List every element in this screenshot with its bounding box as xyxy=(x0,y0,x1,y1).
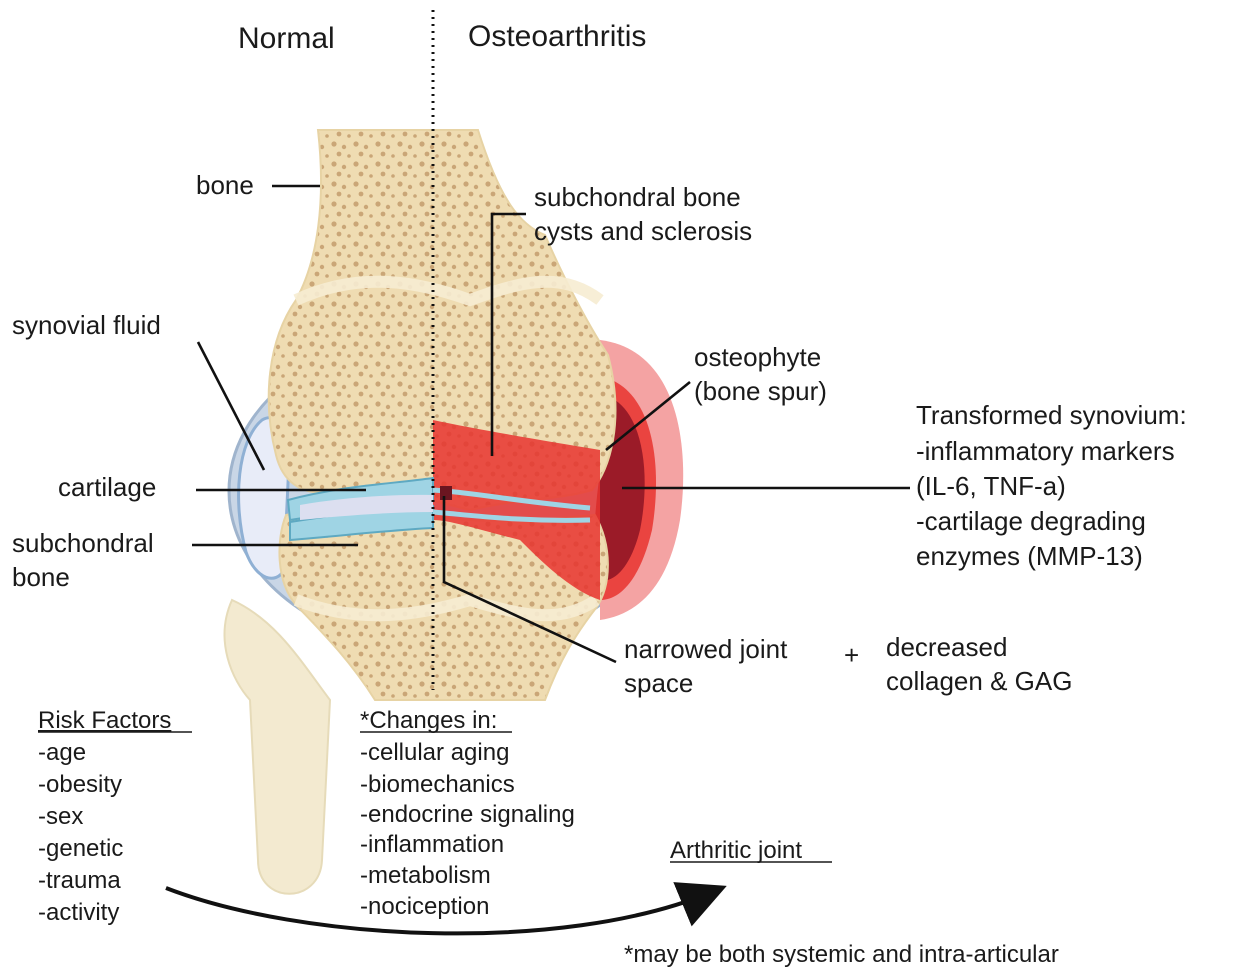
risk-factors-title: Risk Factors xyxy=(38,707,171,734)
risk-factor-item: -genetic xyxy=(38,835,123,862)
changes-item: -biomechanics xyxy=(360,771,515,798)
synovium-line: enzymes (MMP-13) xyxy=(916,541,1143,571)
header-normal: Normal xyxy=(238,22,335,55)
synovium-line: (IL-6, TNF-a) xyxy=(916,471,1066,501)
label-osteophyte-l2: (bone spur) xyxy=(694,376,827,406)
label-subchondral-bone-l1: subchondral xyxy=(12,528,154,558)
changes-item: -cellular aging xyxy=(360,739,509,766)
label-synovial-fluid: synovial fluid xyxy=(12,310,161,340)
synovium-title: Transformed synovium: xyxy=(916,400,1187,430)
changes-item: -metabolism xyxy=(360,862,491,889)
changes-title: *Changes in: xyxy=(360,707,497,734)
changes-item: -inflammation xyxy=(360,831,504,858)
fibula xyxy=(225,600,330,894)
label-cartilage: cartilage xyxy=(58,472,156,502)
label-cysts-l1: subchondral bone xyxy=(534,182,741,212)
label-decreased-l2: collagen & GAG xyxy=(886,666,1072,696)
changes-item: -nociception xyxy=(360,893,489,920)
risk-factor-item: -sex xyxy=(38,803,83,830)
risk-factor-item: -obesity xyxy=(38,771,122,798)
label-narrowed-l2: space xyxy=(624,668,693,698)
risk-factor-item: -age xyxy=(38,739,86,766)
risk-factor-item: -activity xyxy=(38,899,119,926)
synovium-line: -inflammatory markers xyxy=(916,436,1175,466)
label-narrowed-l1: narrowed joint xyxy=(624,634,788,664)
footnote: *may be both systemic and intra-articula… xyxy=(624,941,1059,968)
risk-factor-item: -trauma xyxy=(38,867,121,894)
arthritic-joint-label: Arthritic joint xyxy=(670,837,802,864)
label-osteophyte-l1: osteophyte xyxy=(694,342,821,372)
synovium-line: -cartilage degrading xyxy=(916,506,1146,536)
label-cysts-l2: cysts and sclerosis xyxy=(534,216,752,246)
header-osteoarthritis: Osteoarthritis xyxy=(468,20,646,53)
label-subchondral-bone-l2: bone xyxy=(12,562,70,592)
plus-sign: + xyxy=(844,640,859,670)
changes-item: -endocrine signaling xyxy=(360,801,575,828)
label-bone: bone xyxy=(196,170,254,200)
label-decreased-l1: decreased xyxy=(886,632,1007,662)
